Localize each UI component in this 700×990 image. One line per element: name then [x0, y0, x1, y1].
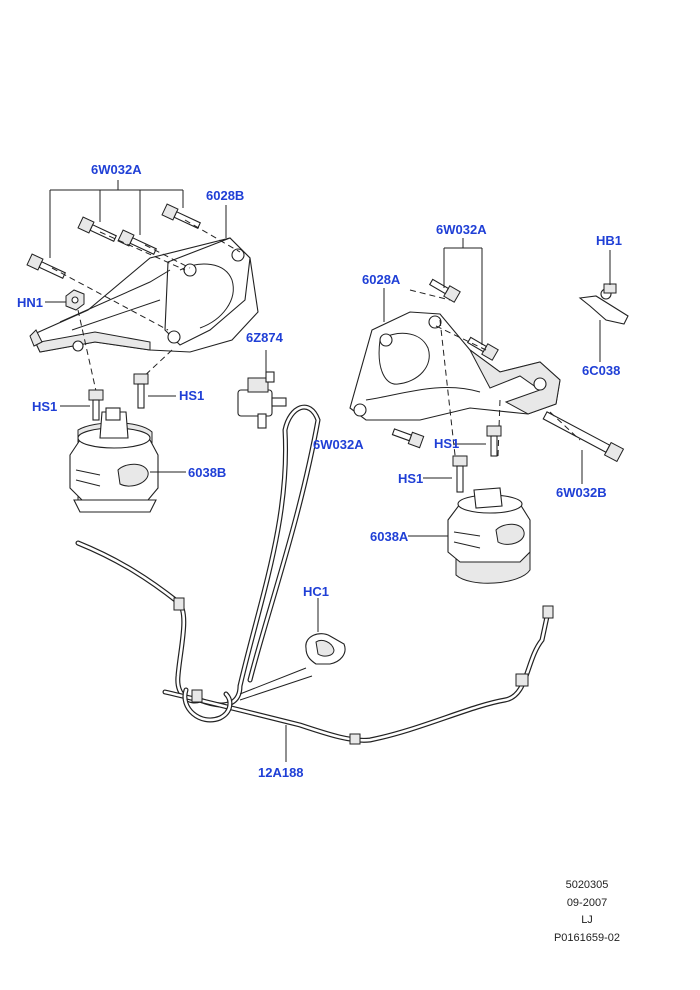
leaders-right-upper: [383, 238, 611, 484]
engine-mount-6038a: [447, 487, 531, 584]
bolts-hs1-left: [88, 373, 149, 421]
vacuum-hose-12a188: [75, 404, 554, 762]
hose-clip-hc1: [305, 598, 346, 665]
engine-mount-6038b: [69, 407, 159, 513]
engine-mount-bracket-6028b: [29, 237, 259, 353]
bolts-6w032a-left: [26, 203, 202, 279]
label-hs1-left-a: HS1: [32, 399, 57, 414]
label-6w032a-mid: 6W032A: [313, 437, 364, 452]
label-6028a: 6028A: [362, 272, 401, 287]
nut-hn1: [65, 289, 85, 311]
label-hb1: HB1: [596, 233, 622, 248]
label-6028b: 6028B: [206, 188, 244, 203]
label-hs1-right-b: HS1: [398, 471, 423, 486]
label-hs1-left-b: HS1: [179, 388, 204, 403]
footer-initials: LJ: [581, 914, 593, 926]
bolt-6w032b: [542, 411, 625, 463]
vacuum-solenoid-6z874: [237, 350, 287, 429]
engine-mount-bracket-6028a: [349, 311, 561, 421]
label-6w032a-top: 6W032A: [91, 162, 142, 177]
label-6c038: 6C038: [582, 363, 620, 378]
leaders-left-lower: [60, 395, 186, 473]
label-6z874: 6Z874: [246, 330, 284, 345]
label-12a188: 12A188: [258, 765, 304, 780]
label-6w032a-right: 6W032A: [436, 222, 487, 237]
label-6038a: 6038A: [370, 529, 409, 544]
leaders-right-lower: [408, 443, 486, 537]
callout-labels: 6W032A 6028B HN1 HS1 HS1 6038B 6Z874 6W0…: [17, 162, 622, 780]
footer-ref: P0161659-02: [553, 932, 621, 944]
leaders-left-upper: [45, 180, 241, 401]
bolts-hs1-right: [452, 425, 502, 493]
label-6038b: 6038B: [188, 465, 226, 480]
label-hs1-right-a: HS1: [434, 436, 459, 451]
footer-date: 09-2007: [566, 897, 608, 909]
label-6w032b: 6W032B: [556, 485, 607, 500]
heat-shield-bracket-6c038: [578, 288, 629, 345]
footer-code: 5020305: [565, 879, 609, 891]
bolt-hb1: [603, 283, 617, 294]
label-hn1: HN1: [17, 295, 43, 310]
label-hc1: HC1: [303, 584, 329, 599]
